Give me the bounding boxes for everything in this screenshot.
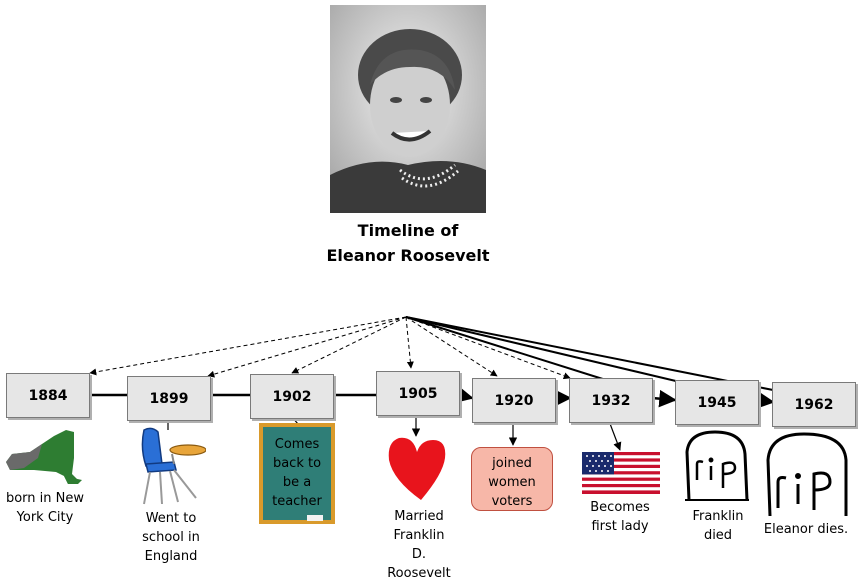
caption-1905-line-2: Franklin xyxy=(393,528,445,543)
year-box-1899: 1899 xyxy=(127,376,211,421)
caption-1905: Married Franklin D. Roosevelt xyxy=(372,507,466,583)
caption-1884: born in New York City xyxy=(0,489,90,527)
caption-1884-line-2: York City xyxy=(16,510,74,525)
title-line-1: Timeline of xyxy=(357,221,459,240)
year-box-1884: 1884 xyxy=(6,373,90,418)
caption-1945-line-1: Franklin xyxy=(692,509,744,524)
note-box: joined women voters xyxy=(471,447,553,511)
chalk-eraser xyxy=(307,515,323,521)
caption-1945-line-2: died xyxy=(703,528,733,543)
us-flag-icon xyxy=(582,452,660,494)
year-box-1905: 1905 xyxy=(376,371,460,416)
year-box-1945: 1945 xyxy=(675,380,759,425)
caption-1905-line-3: D. xyxy=(411,547,427,562)
caption-1905-line-1: Married xyxy=(394,509,444,524)
caption-1902-line-1: Comes xyxy=(274,437,320,452)
caption-1962: Eleanor dies. xyxy=(756,520,856,539)
page-title: Timeline of Eleanor Roosevelt xyxy=(300,218,516,268)
heart-icon xyxy=(388,437,446,500)
caption-1899-line-2: school in xyxy=(142,530,200,545)
chalkboard-icon: Comes back to be a teacher xyxy=(259,423,335,524)
title-line-2: Eleanor Roosevelt xyxy=(326,246,490,265)
caption-1899: Went to school in England xyxy=(126,509,216,566)
tombstone-icon xyxy=(685,430,749,501)
caption-1902-line-3: be a xyxy=(282,475,312,490)
year-box-1962: 1962 xyxy=(772,382,856,427)
caption-1884-line-1: born in New xyxy=(5,491,85,506)
caption-1902-line-4: teacher xyxy=(272,494,322,509)
school-desk-icon xyxy=(141,427,206,505)
portrait-photo xyxy=(330,5,486,213)
caption-1962-line-1: Eleanor dies. xyxy=(763,522,849,537)
year-box-1902: 1902 xyxy=(250,374,334,419)
caption-1945: Franklin died xyxy=(670,507,766,545)
caption-1932: Becomes first lady xyxy=(570,498,670,536)
caption-1899-line-3: England xyxy=(144,549,198,564)
caption-1920-line-2: women xyxy=(488,475,536,490)
year-box-1920: 1920 xyxy=(472,378,556,423)
caption-1920-line-3: voters xyxy=(491,494,533,509)
caption-1920-line-1: joined xyxy=(492,456,532,471)
new-york-state-icon xyxy=(6,430,82,484)
caption-1899-line-1: Went to xyxy=(145,511,197,526)
tombstone-icon xyxy=(766,432,848,517)
caption-1905-line-4: Roosevelt xyxy=(387,566,451,581)
caption-1902-line-2: back to xyxy=(272,456,322,471)
caption-1932-line-2: first lady xyxy=(591,519,649,534)
year-box-1932: 1932 xyxy=(569,378,653,423)
caption-1932-line-1: Becomes xyxy=(590,500,650,515)
